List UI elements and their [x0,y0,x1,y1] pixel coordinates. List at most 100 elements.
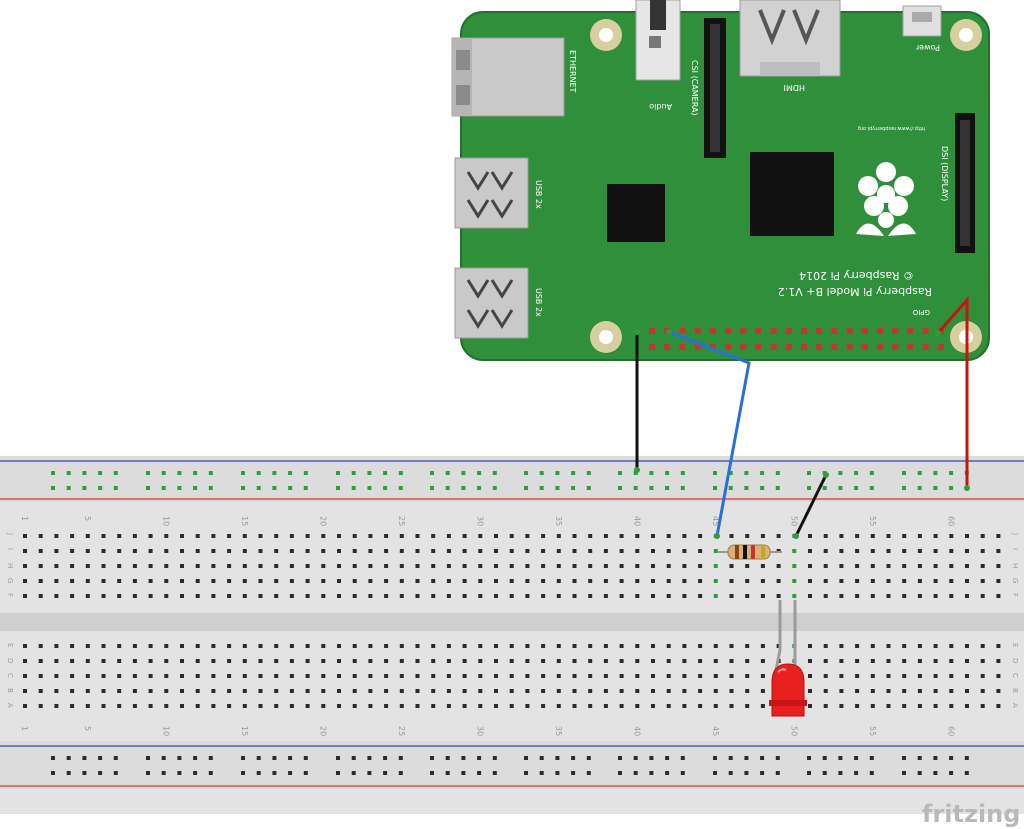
breadboard-hole [886,579,891,583]
usb-port-2 [454,267,529,339]
rail-hole [492,486,497,490]
breadboard-hole [384,644,389,648]
breadboard-hole [870,579,875,583]
breadboard-hole [556,579,561,583]
breadboard-hole [211,564,216,568]
breadboard-hole [556,659,561,663]
breadboard-hole [902,704,907,708]
breadboard-hole [368,689,373,693]
breadboard-hole [965,704,969,708]
breadboard-hole [321,549,326,553]
row-letter: A [6,703,14,708]
breadboard-hole [54,704,59,708]
breadboard-hole [855,534,860,538]
breadboard-hole [274,594,279,598]
gpio-pin [770,328,777,334]
breadboard-hole [682,594,687,598]
row-letter: A [1011,703,1019,708]
breadboard-hole [823,689,828,693]
breadboard-hole [494,659,498,663]
rail-hole [336,471,340,475]
breadboard-hole [870,549,875,553]
breadboard-hole [933,594,938,598]
breadboard-hole [478,659,483,663]
breadboard-hole [745,659,750,663]
breadboard-hole [415,659,420,663]
rail-hole [713,486,717,490]
breadboard-hole [337,549,341,553]
breadboard-hole [23,549,27,553]
row-letter: B [1011,688,1019,693]
gpio-pin [679,328,686,334]
breadboard-hole [258,549,263,553]
column-number: 10 [161,726,170,736]
breadboard-hole [713,644,718,648]
breadboard-hole [666,579,671,583]
ethernet-port [451,37,565,117]
breadboard-hole [635,644,640,648]
breadboard-hole [996,594,1001,598]
breadboard-hole [870,594,875,598]
breadboard-hole [572,644,577,648]
breadboard-hole [195,704,200,708]
breadboard-hole [870,704,875,708]
breadboard-hole [70,674,75,678]
breadboard-hole [635,704,640,708]
breadboard-hole [572,659,577,663]
breadboard-hole [839,564,844,568]
breadboard-hole [494,549,498,553]
breadboard-hole [698,579,703,583]
breadboard-hole [729,579,734,583]
wires [634,296,970,539]
breadboard-hole [101,564,106,568]
breadboard-hole [227,534,232,538]
breadboard-hole [289,644,294,648]
rail-hole [838,486,843,490]
breadboard-hole [745,704,750,708]
breadboard-hole [792,549,797,553]
rail-hole [933,486,938,490]
breadboard-hole [525,644,530,648]
rail-hole [807,486,811,490]
breadboard-hole [823,549,828,553]
rail-hole [665,486,670,490]
rail-hole [51,771,55,775]
breadboard-hole [258,689,263,693]
breadboard-hole [541,674,546,678]
breadboard-hole [603,579,608,583]
rail-hole [586,471,591,475]
breadboard-hole [760,674,765,678]
breadboard-hole [698,704,703,708]
breadboard-hole [933,704,938,708]
breadboard-hole [23,534,27,538]
signal-wire [668,330,751,537]
breadboard-hole [180,704,184,708]
gpio-pin [892,344,899,350]
breadboard-hole [603,644,608,648]
breadboard-hole [494,689,498,693]
breadboard-hole [321,594,326,598]
rail-hole [367,486,372,490]
audio-label: Audio [649,102,672,111]
csi-connector [704,18,726,158]
rail-hole [539,471,544,475]
gpio-header [649,328,944,350]
breadboard-hole [321,674,326,678]
rail-hole [461,486,466,490]
breadboard-hole [651,659,655,663]
breadboard-hole [917,644,922,648]
breadboard-hole [996,549,1001,553]
breadboard-hole [760,564,765,568]
breadboard-hole [823,674,828,678]
breadboard-hole [54,659,59,663]
rail-hole [303,486,308,490]
breadboard-hole [886,644,891,648]
rail-hole [869,486,874,490]
breadboard-hole [274,659,279,663]
column-number: 20 [318,516,327,526]
breadboard-hole [949,594,954,598]
breadboard-hole [933,674,938,678]
breadboard-hole [164,564,169,568]
breadboard-hole [745,644,750,648]
breadboard-hole [415,579,420,583]
